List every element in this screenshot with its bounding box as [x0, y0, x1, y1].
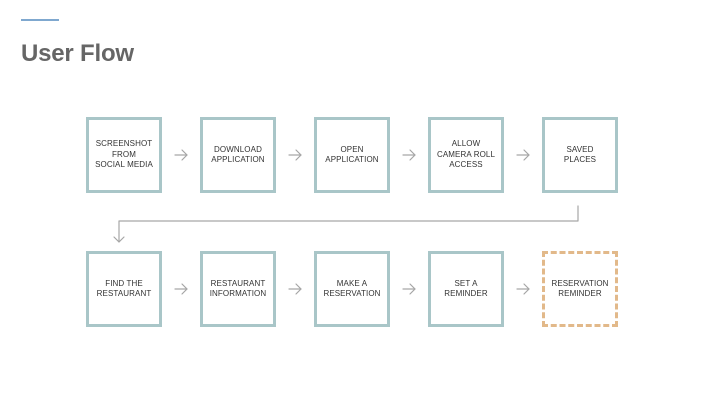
- step-open-application: OPEN APPLICATION: [314, 117, 390, 193]
- step-label: ALLOW CAMERA ROLL ACCESS: [436, 139, 495, 170]
- arrow-icon: [288, 149, 302, 161]
- title-accent-line: [21, 19, 59, 21]
- step-reservation-reminder: RESERVATION REMINDER: [542, 251, 618, 327]
- step-make-a-reservation: MAKE A RESERVATION: [314, 251, 390, 327]
- arrow-icon: [174, 283, 188, 295]
- step-label: OPEN APPLICATION: [325, 144, 379, 165]
- step-screenshot-from-social-media: SCREENSHOT FROM SOCIAL MEDIA: [86, 117, 162, 193]
- arrow-icon: [402, 149, 416, 161]
- step-allow-camera-roll-access: ALLOW CAMERA ROLL ACCESS: [428, 117, 504, 193]
- step-label: MAKE A RESERVATION: [323, 278, 381, 299]
- arrow-icon: [174, 149, 188, 161]
- step-saved-places: SAVED PLACES: [542, 117, 618, 193]
- step-set-a-reminder: SET A REMINDER: [428, 251, 504, 327]
- step-find-the-restaurant: FIND THE RESTAURANT: [86, 251, 162, 327]
- step-label: SET A REMINDER: [444, 278, 488, 299]
- step-label: SCREENSHOT FROM SOCIAL MEDIA: [95, 139, 153, 170]
- slide-title: User Flow: [21, 40, 134, 67]
- arrow-icon: [516, 149, 530, 161]
- step-download-application: DOWNLOAD APPLICATION: [200, 117, 276, 193]
- step-label: SAVED PLACES: [563, 144, 597, 165]
- arrow-icon: [516, 283, 530, 295]
- step-restaurant-information: RESTAURANT INFORMATION: [200, 251, 276, 327]
- step-label: RESTAURANT INFORMATION: [209, 278, 267, 299]
- step-label: RESERVATION REMINDER: [551, 278, 609, 299]
- arrow-icon: [288, 283, 302, 295]
- wrap-connector-arrow: [113, 205, 579, 243]
- step-label: DOWNLOAD APPLICATION: [211, 144, 265, 165]
- step-label: FIND THE RESTAURANT: [96, 278, 152, 299]
- arrow-icon: [402, 283, 416, 295]
